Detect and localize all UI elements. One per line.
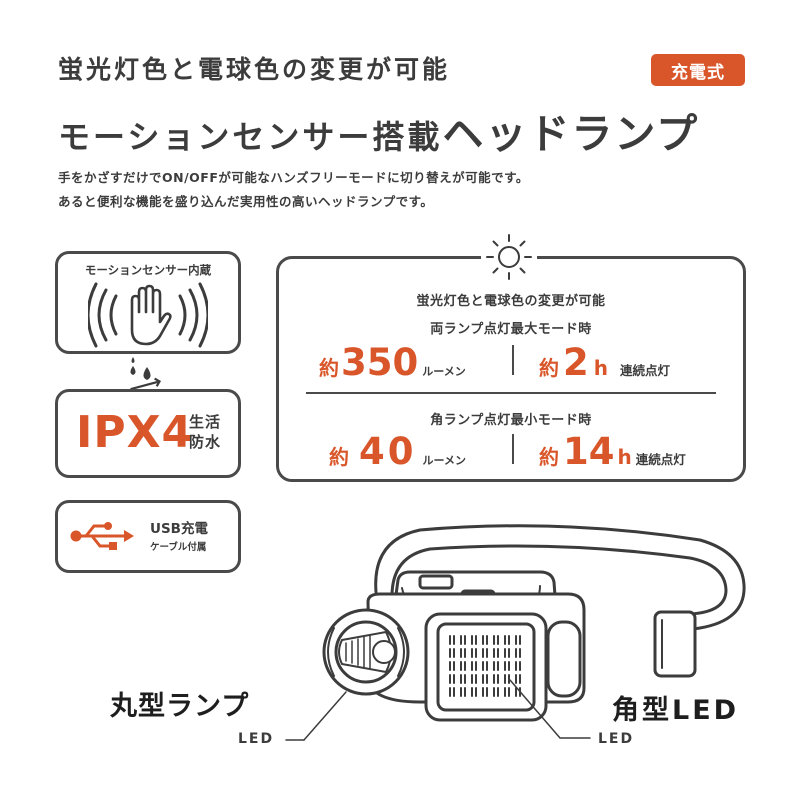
min-lumen-value: 40	[359, 430, 417, 473]
led-cell	[482, 674, 488, 684]
headline-line2-small: モーションセンサー搭載	[58, 118, 443, 156]
spec-card: 蛍光灯色と電球色の変更が可能 両ランプ点灯最大モード時 約 350 ルーメン 約…	[276, 256, 746, 482]
led-cell	[460, 635, 466, 645]
max-approx: 約	[319, 356, 339, 380]
min-hours-value: 14	[563, 430, 615, 473]
round-lamp-label: 丸型ランプ	[110, 691, 250, 722]
usb-label: USB充電	[150, 521, 208, 537]
ipx-code: IPX4	[76, 407, 194, 458]
hand-wave-icon	[88, 282, 208, 348]
led-cell	[515, 635, 521, 645]
max-hours-label: 連続点灯	[620, 363, 671, 378]
max-hours: 約 2 h 連続点灯	[539, 341, 671, 384]
sun-icon	[486, 234, 532, 280]
led-cell	[449, 635, 455, 645]
spec-title: 蛍光灯色と電球色の変更が可能	[416, 294, 606, 309]
round-led-caption: LED	[238, 731, 275, 747]
led-cell	[504, 648, 510, 658]
led-cell	[504, 635, 510, 645]
sensor-card: モーションセンサー内蔵	[55, 251, 241, 354]
square-led-caption: LED	[598, 731, 635, 747]
water-drop-icon	[130, 357, 162, 389]
waterproof-label-line2: 防水	[189, 433, 222, 451]
led-cell	[515, 687, 521, 697]
max-lumen-value: 350	[341, 341, 419, 384]
max-mode-label: 両ランプ点灯最大モード時	[430, 322, 592, 337]
led-cell	[504, 661, 510, 671]
rechargeable-badge: 充電式	[651, 54, 745, 86]
waterproof-label-line1: 生活	[189, 413, 222, 431]
led-cell	[482, 661, 488, 671]
max-hours-unit: h	[593, 356, 608, 380]
led-cell	[460, 674, 466, 684]
min-divider	[512, 434, 514, 464]
spec-separator	[306, 392, 716, 394]
max-divider	[512, 345, 514, 375]
led-cell	[449, 661, 455, 671]
description-line1: 手をかざすだけでON/OFFが可能なハンズフリーモードに切り替えが可能です。	[58, 170, 529, 185]
min-hours: 約 14 h 連続点灯	[539, 430, 686, 473]
description-line2: あると便利な機能を盛り込んだ実用性の高いヘッドランプです。	[58, 194, 434, 209]
usb-sub: ケーブル付属	[150, 542, 207, 553]
led-cell	[471, 648, 477, 658]
min-hours-unit: h	[617, 445, 632, 469]
led-cell	[493, 648, 499, 658]
led-cell	[482, 635, 488, 645]
led-cell	[493, 687, 499, 697]
led-cell	[493, 635, 499, 645]
max-hours-value: 2	[563, 341, 589, 384]
max-lumen: 約 350 ルーメン	[319, 341, 466, 384]
led-cell	[471, 674, 477, 684]
description: 手をかざすだけでON/OFFが可能なハンズフリーモードに切り替えが可能です。 あ…	[58, 166, 529, 214]
led-cell	[471, 661, 477, 671]
sensor-label: モーションセンサー内蔵	[84, 263, 212, 277]
max-hours-approx: 約	[539, 356, 559, 380]
sun-icon-wrap	[481, 231, 537, 287]
led-cell	[482, 687, 488, 697]
min-approx: 約	[329, 445, 349, 469]
waterproof-card: IPX4 生活 防水	[55, 389, 241, 478]
led-cell	[460, 661, 466, 671]
led-grid	[449, 635, 521, 697]
headlamp-illustration	[285, 524, 746, 741]
max-lumen-unit: ルーメン	[422, 365, 466, 378]
led-cell	[515, 661, 521, 671]
led-cell	[449, 687, 455, 697]
usb-icon	[70, 522, 134, 550]
led-cell	[449, 674, 455, 684]
led-cell	[471, 635, 477, 645]
min-lumen: 約 40 ルーメン	[329, 430, 467, 473]
led-cell	[493, 661, 499, 671]
led-cell	[460, 687, 466, 697]
headline-line1: 蛍光灯色と電球色の変更が可能	[58, 55, 451, 84]
led-cell	[515, 674, 521, 684]
min-hours-label: 連続点灯	[635, 452, 686, 467]
led-cell	[504, 674, 510, 684]
led-cell	[515, 648, 521, 658]
led-cell	[482, 648, 488, 658]
min-mode-label: 角ランプ点灯最小モード時	[430, 413, 592, 428]
waterproof-label: 生活 防水	[189, 412, 221, 452]
headline-line2-big: ヘッドランプ	[442, 110, 700, 158]
usb-card: USB充電 ケーブル付属	[55, 500, 241, 573]
led-cell	[471, 687, 477, 697]
min-hours-approx: 約	[539, 445, 559, 469]
square-led-label: 角型LED	[612, 695, 740, 726]
headline-line2: モーションセンサー搭載ヘッドランプ	[58, 100, 699, 160]
led-cell	[449, 648, 455, 658]
led-cell	[460, 648, 466, 658]
min-lumen-unit: ルーメン	[422, 454, 467, 467]
led-cell	[493, 674, 499, 684]
led-cell	[504, 687, 510, 697]
